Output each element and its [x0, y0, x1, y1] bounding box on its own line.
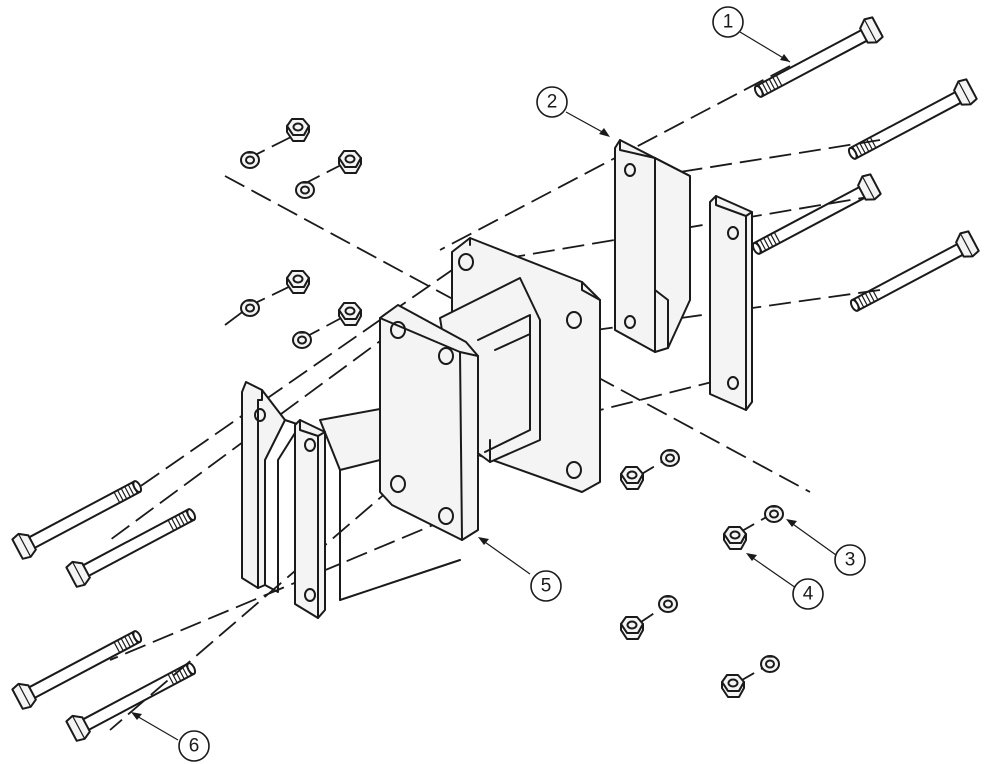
- callout-6-label: 6: [189, 736, 200, 757]
- callout-1-label: 1: [723, 12, 734, 33]
- leader-lines: [131, 31, 837, 741]
- bolt-upper-right-1: [748, 14, 885, 105]
- bolt-upper-right-4: [844, 228, 981, 319]
- front-flange: [379, 304, 479, 541]
- callout-6: 6: [178, 730, 210, 762]
- callout-1: 1: [712, 6, 744, 38]
- bolt-lower-left-1: [10, 471, 147, 562]
- left-gusset-plate: [241, 381, 301, 593]
- callout-3: 3: [834, 544, 866, 576]
- bolt-lower-left-2: [64, 499, 201, 590]
- right-gusset-plate: [614, 139, 691, 353]
- callout-2: 2: [536, 86, 568, 118]
- bolt-upper-right-2: [842, 76, 979, 167]
- callout-4-label: 4: [803, 584, 814, 605]
- left-side-plate: [294, 419, 326, 619]
- callout-5-label: 5: [541, 576, 552, 597]
- callout-5: 5: [530, 570, 562, 602]
- bolt-lower-left-4: [64, 653, 201, 744]
- right-side-plate: [709, 195, 753, 411]
- callout-3-label: 3: [845, 550, 856, 571]
- callout-2-label: 2: [547, 92, 558, 113]
- bolt-upper-right-3: [746, 171, 883, 262]
- lower-right-hardware: [620, 449, 784, 698]
- callout-4: 4: [792, 578, 824, 610]
